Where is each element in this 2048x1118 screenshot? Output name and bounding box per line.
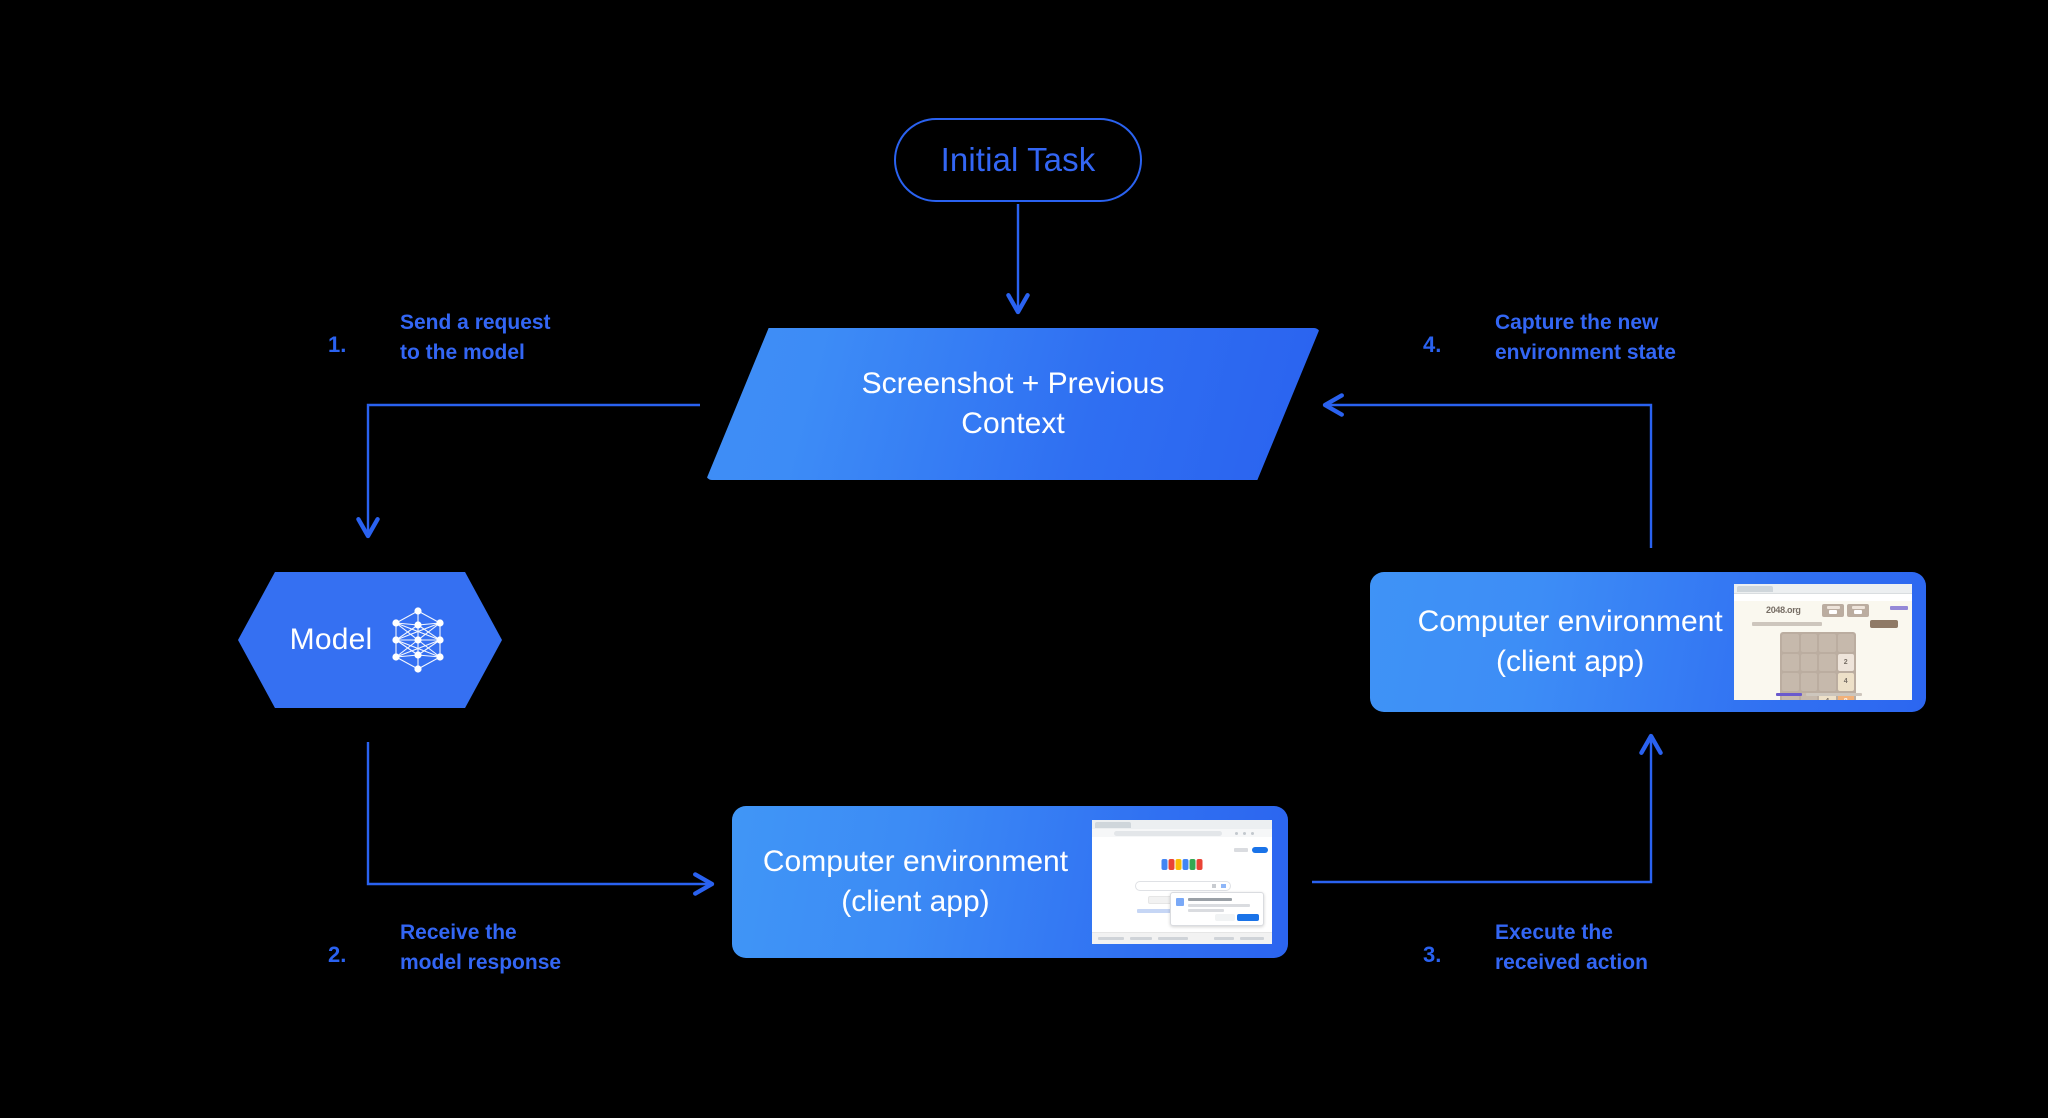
step-3-number: 3. <box>1423 942 1442 967</box>
tile <box>1819 673 1836 691</box>
step-1-text: Send a request to the model <box>400 311 551 364</box>
parallelogram-shape <box>706 328 1320 480</box>
tile-value: 2 <box>1843 658 1848 666</box>
tile: 8 <box>1837 692 1855 700</box>
google-page <box>1092 837 1272 944</box>
step-2-caption: 2. Receive the model response <box>328 918 561 978</box>
step-1-caption: 1. Send a request to the model <box>328 308 551 368</box>
tile <box>1782 634 1799 652</box>
env-bottom-line-1: Computer environment <box>762 845 1069 878</box>
initial-task-node[interactable]: Initial Task <box>894 118 1142 202</box>
tile-value: 4 <box>1843 678 1848 686</box>
tile: 4 <box>1837 673 1854 691</box>
browser-chrome-bar <box>1734 584 1912 594</box>
tile-value: 4 <box>1819 693 1836 700</box>
footer-text <box>1806 693 1862 696</box>
search-input[interactable] <box>1135 881 1231 891</box>
game-subtitle <box>1752 622 1822 626</box>
dialog-popup[interactable] <box>1170 892 1264 926</box>
computer-environment-bottom-node[interactable]: Computer environment (client app) <box>732 806 1288 958</box>
neural-network-icon <box>392 607 444 673</box>
model-node[interactable]: Model <box>238 572 502 708</box>
arrow-env-bottom-to-env-right <box>1312 733 1663 884</box>
tile <box>1800 634 1817 652</box>
tile <box>1782 653 1799 671</box>
context-line-1: Screenshot + Previous <box>861 367 1165 400</box>
step-2-number: 2. <box>328 942 347 967</box>
step-4-caption: 4. Capture the new environment state <box>1423 308 1676 368</box>
tile <box>1819 653 1836 671</box>
step-3-text: Execute the received action <box>1495 921 1648 974</box>
new-game-button[interactable] <box>1870 620 1898 628</box>
header-icons <box>1234 848 1248 852</box>
game-2048-page: 2048.org 2 4 4 8 <box>1734 601 1912 700</box>
screenshot-context-node[interactable]: Screenshot + Previous Context <box>706 328 1320 480</box>
page-footer <box>1092 932 1272 944</box>
tile <box>1800 692 1817 700</box>
dialog-primary-button[interactable] <box>1237 914 1259 921</box>
env-bottom-label: Computer environment (client app) <box>732 842 1099 922</box>
step-3-caption: 3. Execute the received action <box>1423 918 1648 978</box>
dialog-icon <box>1176 898 1184 906</box>
initial-task-label: Initial Task <box>940 141 1096 178</box>
tile <box>1800 673 1817 691</box>
tile: 4 <box>1819 692 1836 700</box>
step-4-text: Capture the new environment state <box>1495 311 1676 364</box>
model-label: Model <box>289 623 373 656</box>
computer-environment-right-node[interactable]: Computer environment (client app) 2048.o… <box>1370 572 1926 712</box>
header-link <box>1890 606 1908 610</box>
sign-in-button[interactable] <box>1252 847 1268 853</box>
step-2-text: Receive the model response <box>400 921 562 974</box>
step-4-number: 4. <box>1423 332 1442 357</box>
footer-link <box>1776 693 1802 696</box>
arrow-context-to-model <box>356 403 700 539</box>
tile <box>1819 634 1836 652</box>
game-2048-title: 2048.org <box>1766 605 1801 615</box>
tile: 2 <box>1837 653 1854 671</box>
arrow-model-to-env-bottom <box>366 742 715 896</box>
score-box <box>1822 604 1844 617</box>
tile <box>1782 673 1799 691</box>
env-right-line-1: Computer environment <box>1417 605 1723 638</box>
thumbnail-2048-game: 2048.org 2 4 4 8 <box>1734 584 1912 700</box>
game-board: 2 4 4 8 <box>1780 632 1856 700</box>
env-right-label: Computer environment (client app) <box>1370 602 1770 682</box>
tile <box>1800 653 1817 671</box>
context-line-2: Context <box>961 407 1065 440</box>
arrow-env-right-to-context <box>1322 393 1653 548</box>
dialog-secondary-button[interactable] <box>1215 914 1235 921</box>
address-bar <box>1092 829 1272 837</box>
tile-value: 8 <box>1838 693 1855 700</box>
hexagon-shape <box>238 572 502 708</box>
google-logo <box>1161 859 1203 870</box>
step-1-number: 1. <box>328 332 347 357</box>
env-bottom-line-2: (client app) <box>841 885 990 918</box>
context-text: Screenshot + Previous Context <box>706 328 1320 480</box>
tile <box>1837 634 1854 652</box>
tile <box>1782 692 1799 700</box>
best-box <box>1847 604 1869 617</box>
thumbnail-google-search <box>1092 820 1272 944</box>
env-right-line-2: (client app) <box>1495 645 1645 678</box>
